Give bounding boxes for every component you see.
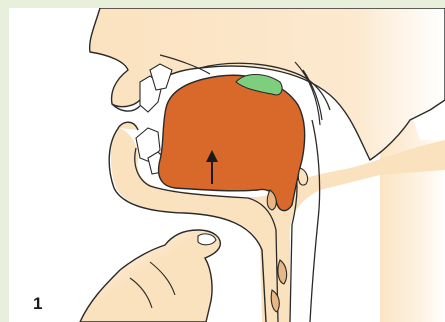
posterior-wall: [310, 120, 320, 322]
tongue: [159, 75, 305, 210]
panel-number: 1: [33, 295, 42, 312]
head-cross-section-illustration: [9, 8, 445, 322]
illustration-panel: 1: [9, 8, 445, 322]
uvula: [298, 168, 307, 185]
hand: [80, 230, 220, 322]
lower-lip: [118, 122, 138, 130]
